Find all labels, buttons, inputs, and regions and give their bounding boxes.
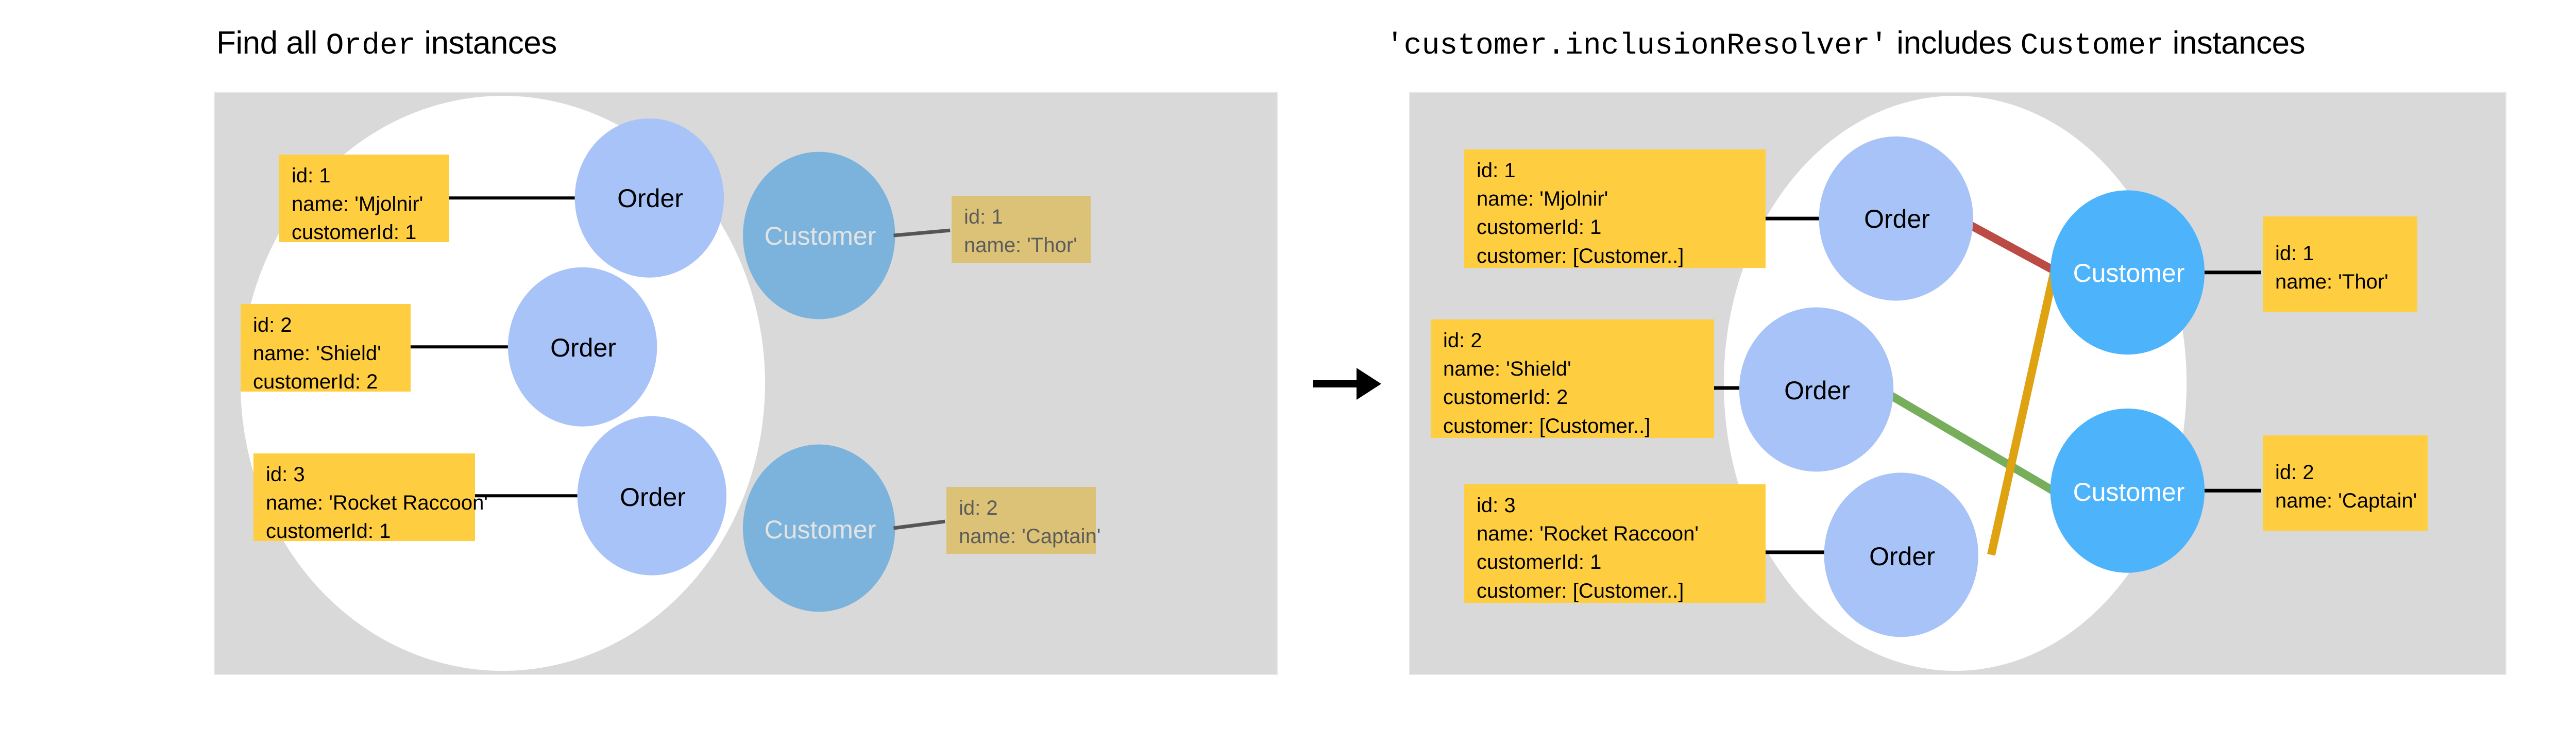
order-1-id: id: 1 (292, 164, 331, 187)
right-arrow-icon (1313, 368, 1381, 400)
order-data-box-1[interactable]: id: 1 name: 'Mjolnir' customerId: 1 (279, 155, 449, 244)
right-title-code-resolver: 'customer.inclusionResolver' (1386, 29, 1888, 63)
right-order-3-name: name: 'Rocket Raccoon' (1477, 522, 1699, 546)
relation-order1-customer1 (1961, 217, 2055, 274)
right-customer-data-box-1[interactable]: id: 1 name: 'Thor' (2263, 216, 2417, 312)
right-order-node-3[interactable] (1824, 472, 1978, 637)
order-1-customerid: customerId: 1 (292, 221, 417, 244)
left-title-suffix: instances (415, 25, 557, 61)
right-order-1-customer: customer: [Customer..] (1477, 244, 1684, 267)
customer-1-name: name: 'Thor' (964, 234, 1077, 257)
right-order-2-id: id: 2 (1443, 329, 1482, 352)
right-order-data-box-2[interactable]: id: 2 name: 'Shield' customerId: 2 custo… (1431, 319, 1714, 438)
relation-order2-customer2 (1878, 386, 2055, 495)
right-order-1-id: id: 1 (1477, 159, 1516, 182)
right-panel: Order Order Order Customer Customer id: … (1409, 92, 2506, 675)
right-order-2-customerid: customerId: 2 (1443, 386, 1568, 409)
right-order-3-id: id: 3 (1477, 494, 1516, 517)
order-2-id: id: 2 (253, 314, 292, 336)
relation-order3-customer1 (1987, 272, 2058, 556)
right-order-1-name: name: 'Mjolnir' (1477, 188, 1608, 211)
order-3-id: id: 3 (266, 463, 305, 486)
connector-customer-2 (893, 519, 945, 530)
customer-node-2[interactable] (743, 444, 895, 612)
right-order-2-customer: customer: [Customer..] (1443, 414, 1651, 437)
right-order-2-name: name: 'Shield' (1443, 358, 1571, 381)
flow-arrow (1311, 361, 1383, 407)
right-customer-node-2[interactable] (2050, 408, 2205, 573)
right-customer-1-name: name: 'Thor' (2275, 270, 2388, 294)
customer-2-name: name: 'Captain' (959, 525, 1101, 548)
left-title-prefix: Find all (216, 25, 326, 61)
order-3-customerid: customerId: 1 (266, 520, 391, 543)
right-customer-data-box-2[interactable]: id: 2 name: 'Captain' (2263, 435, 2428, 531)
right-order-data-box-3[interactable]: id: 3 name: 'Rocket Raccoon' customerId:… (1464, 484, 1766, 603)
right-customer-1-id: id: 1 (2275, 242, 2314, 265)
order-node-1[interactable] (574, 118, 724, 278)
customer-data-box-2[interactable]: id: 2 name: 'Captain' (946, 487, 1101, 554)
right-customer-2-id: id: 2 (2275, 461, 2314, 484)
right-title-code-customer: Customer (2020, 29, 2164, 63)
order-node-3[interactable] (577, 416, 727, 576)
right-order-node-2[interactable] (1739, 307, 1894, 472)
customer-1-id: id: 1 (964, 206, 1003, 228)
order-2-customerid: customerId: 2 (253, 370, 378, 394)
right-title-suffix: instances (2163, 25, 2306, 61)
connector-customer-1 (893, 228, 951, 238)
customer-node-1[interactable] (743, 151, 895, 319)
right-panel-title: 'customer.inclusionResolver' includes Cu… (1386, 25, 2306, 63)
right-panel-graphics (1710, 95, 2261, 671)
right-order-3-customerid: customerId: 1 (1477, 551, 1602, 574)
order-node-2[interactable] (507, 267, 657, 427)
left-title-code: Order (326, 29, 416, 63)
order-1-name: name: 'Mjolnir' (292, 193, 423, 216)
right-title-mid: includes (1888, 25, 2021, 61)
order-data-box-3[interactable]: id: 3 name: 'Rocket Raccoon' customerId:… (253, 453, 488, 543)
order-2-name: name: 'Shield' (253, 342, 381, 365)
right-customer-node-1[interactable] (2050, 190, 2205, 355)
right-order-data-box-1[interactable]: id: 1 name: 'Mjolnir' customerId: 1 cust… (1464, 149, 1766, 268)
right-order-node-1[interactable] (1819, 136, 1973, 301)
right-order-1-customerid: customerId: 1 (1477, 216, 1602, 239)
right-order-3-customer: customer: [Customer..] (1477, 579, 1684, 602)
left-panel: Order Order Order Customer Customer id: … (214, 92, 1278, 675)
left-panel-title: Find all Order instances (216, 25, 557, 63)
customer-data-box-1[interactable]: id: 1 name: 'Thor' (952, 196, 1091, 263)
order-data-box-2[interactable]: id: 2 name: 'Shield' customerId: 2 (241, 304, 411, 393)
right-customer-2-name: name: 'Captain' (2275, 489, 2417, 513)
order-3-name: name: 'Rocket Raccoon' (266, 492, 488, 515)
customer-2-id: id: 2 (959, 497, 998, 519)
